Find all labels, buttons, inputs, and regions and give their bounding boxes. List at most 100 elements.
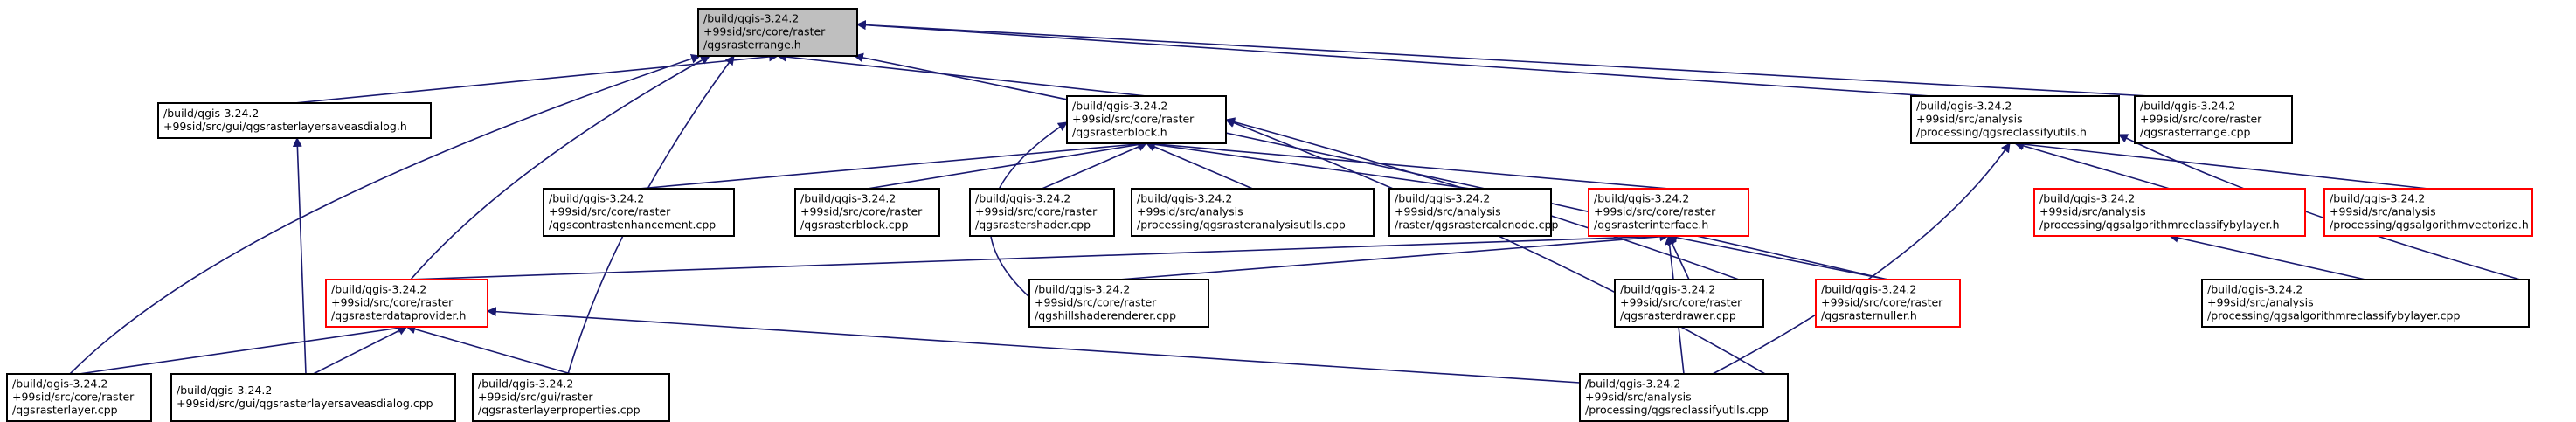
node-n-hillshade-cpp[interactable]: /build/qgis-3.24.2+99sid/src/core/raster…	[1028, 279, 1209, 328]
edge-n_reclassifyutils_cpp-to-n_reclassifyutils_h	[1712, 142, 2011, 375]
node-n-drawer-cpp[interactable]: /build/qgis-3.24.2+99sid/src/core/raster…	[1614, 279, 1764, 328]
node-box	[2201, 279, 2530, 328]
node-box	[543, 188, 735, 237]
node-n-layer-cpp[interactable]: /build/qgis-3.24.2+99sid/src/core/raster…	[6, 373, 152, 422]
node-label-line: /qgsrasterblock.cpp	[800, 218, 909, 232]
node-label-line: +99sid/src/analysis	[1916, 113, 2023, 126]
node-label-line: /raster/qgsrastercalcnode.cpp	[1395, 218, 1558, 232]
node-label-line: /build/qgis-3.24.2	[12, 377, 107, 391]
node-n-nuller-h[interactable]: /build/qgis-3.24.2+99sid/src/core/raster…	[1815, 279, 1961, 328]
node-box	[1910, 95, 2120, 144]
node-box	[2033, 188, 2306, 237]
node-label-line: /build/qgis-3.24.2	[2330, 192, 2425, 205]
node-n-shader-cpp[interactable]: /build/qgis-3.24.2+99sid/src/core/raster…	[969, 188, 1115, 237]
node-box	[2323, 188, 2533, 237]
node-label-line: /processing/qgsreclassifyutils.cpp	[1585, 404, 1769, 417]
node-label-line: /build/qgis-3.24.2	[1594, 192, 1689, 205]
node-label-line: +99sid/src/core/raster	[2140, 113, 2262, 126]
node-label-line: +99sid/src/core/raster	[1821, 296, 1943, 309]
node-label-line: +99sid/src/core/raster	[549, 205, 671, 218]
node-label-line: /processing/qgsreclassifyutils.h	[1916, 126, 2087, 139]
node-label-line: +99sid/src/core/raster	[703, 25, 826, 38]
node-label-line: +99sid/src/core/raster	[12, 391, 135, 404]
node-n-interface-h[interactable]: /build/qgis-3.24.2+99sid/src/core/raster…	[1588, 188, 1749, 237]
node-n-saveasdialog-h[interactable]: /build/qgis-3.24.2+99sid/src/gui/qgsrast…	[157, 102, 432, 139]
node-n-block-h[interactable]: /build/qgis-3.24.2+99sid/src/core/raster…	[1066, 95, 1227, 144]
node-box	[1131, 188, 1375, 237]
node-label-line: +99sid/src/analysis	[2330, 205, 2436, 218]
node-label-line: /qgsrasterdataprovider.h	[331, 309, 466, 322]
node-box	[1579, 373, 1789, 422]
node-n-layerprops-cpp[interactable]: /build/qgis-3.24.2+99sid/src/gui/raster/…	[472, 373, 670, 422]
node-label-line: /build/qgis-3.24.2	[2039, 192, 2135, 205]
node-label-line: /build/qgis-3.24.2	[1821, 283, 1916, 296]
node-n-analysisutils-cpp[interactable]: /build/qgis-3.24.2+99sid/src/analysis/pr…	[1131, 188, 1375, 237]
edge-n_reclassifyutils_h-to-n_range_h	[855, 20, 1932, 97]
node-label-line: /build/qgis-3.24.2	[1137, 192, 1232, 205]
edge-n_block_cpp-to-n_block_h	[867, 140, 1148, 190]
node-n-saveasdialog-cpp[interactable]: /build/qgis-3.24.2+99sid/src/gui/qgsrast…	[170, 373, 456, 422]
node-label-line: /qgsrasterblock.h	[1072, 126, 1167, 139]
node-label-line: /qgsrasternuller.h	[1821, 309, 1917, 322]
node-label-line: +99sid/src/core/raster	[1035, 296, 1157, 309]
node-n-reclassifyutils-cpp[interactable]: /build/qgis-3.24.2+99sid/src/analysis/pr…	[1579, 373, 1789, 422]
node-label-line: /qgsrasterdrawer.cpp	[1620, 309, 1736, 322]
node-n-algvectorize-h[interactable]: /build/qgis-3.24.2+99sid/src/analysis/pr…	[2323, 188, 2533, 237]
edge-n_calcnode_cpp-to-n_block_h	[1145, 139, 1471, 190]
node-label-line: /build/qgis-3.24.2	[975, 192, 1070, 205]
node-label-line: +99sid/src/analysis	[1395, 205, 1501, 218]
edge-n_layerprops_cpp-to-n_dataprovider_h	[405, 324, 571, 375]
node-n-algreclass-cpp[interactable]: /build/qgis-3.24.2+99sid/src/analysis/pr…	[2201, 279, 2530, 328]
edge-n_nuller_h-to-n_range_h	[853, 52, 1888, 280]
node-label-line: /qgsrasterinterface.h	[1594, 218, 1708, 232]
edge-n_interface_h-to-n_block_h	[1145, 139, 1669, 190]
node-label-line: +99sid/src/core/raster	[975, 205, 1098, 218]
edge-n_layer_cpp-to-n_dataprovider_h	[79, 322, 408, 375]
edge-n_dataprovider_h-to-n_interface_h	[406, 231, 1670, 280]
node-box	[1815, 279, 1961, 328]
node-n-dataprovider-h[interactable]: /build/qgis-3.24.2+99sid/src/core/raster…	[325, 279, 488, 328]
nodes-layer: /build/qgis-3.24.2+99sid/src/core/raster…	[6, 8, 2533, 422]
node-label-line: +99sid/src/core/raster	[331, 296, 454, 309]
node-label-line: +99sid/src/core/raster	[1072, 113, 1195, 126]
node-box	[6, 373, 152, 422]
node-n-algreclass-h[interactable]: /build/qgis-3.24.2+99sid/src/analysis/pr…	[2033, 188, 2306, 237]
node-n-range-cpp[interactable]: /build/qgis-3.24.2+99sid/src/core/raster…	[2134, 95, 2293, 144]
node-label-line: /build/qgis-3.24.2	[1916, 100, 2012, 113]
node-box	[1588, 188, 1749, 237]
node-label-line: /processing/qgsalgorithmreclassifybylaye…	[2039, 218, 2280, 232]
node-label-line: /processing/qgsrasteranalysisutils.cpp	[1137, 218, 1346, 232]
node-n-contrast-cpp[interactable]: /build/qgis-3.24.2+99sid/src/core/raster…	[543, 188, 735, 237]
node-label-line: /build/qgis-3.24.2	[1072, 100, 1167, 113]
node-box	[170, 373, 456, 422]
edge-n_dataprovider_h-to-n_range_h	[410, 55, 710, 280]
edge-n_shader_cpp-to-n_block_h	[1042, 142, 1148, 190]
node-label-line: /build/qgis-3.24.2	[177, 384, 272, 397]
node-label-line: +99sid/src/gui/qgsrasterlayersaveasdialo…	[163, 120, 407, 133]
node-n-reclassifyutils-h[interactable]: /build/qgis-3.24.2+99sid/src/analysis/pr…	[1910, 95, 2120, 144]
node-label-line: /build/qgis-3.24.2	[1395, 192, 1490, 205]
node-box	[2134, 95, 2293, 144]
node-box	[1066, 95, 1227, 144]
edge-n_reclassifyutils_cpp-to-n_block_h	[1224, 118, 1766, 375]
edge-n_saveasdialog_h-to-n_range_h	[294, 52, 779, 104]
node-label-line: +99sid/src/analysis	[1137, 205, 1243, 218]
edge-n_range_cpp-to-n_range_h	[855, 20, 2150, 97]
edges-layer	[69, 20, 2521, 384]
node-label-line: /build/qgis-3.24.2	[549, 192, 644, 205]
edge-n_layer_cpp-to-n_range_h	[69, 53, 702, 375]
edge-n_analysisutils_cpp-to-n_block_h	[1145, 142, 1253, 190]
node-n-range-h[interactable]: /build/qgis-3.24.2+99sid/src/core/raster…	[697, 8, 858, 57]
edge-n_saveasdialog_cpp-to-n_dataprovider_h	[313, 326, 408, 375]
node-box	[1028, 279, 1209, 328]
node-label-line: /qgsrasterrange.h	[703, 38, 801, 52]
node-label-line: +99sid/src/core/raster	[800, 205, 923, 218]
node-n-block-cpp[interactable]: /build/qgis-3.24.2+99sid/src/core/raster…	[794, 188, 940, 237]
node-label-line: /qgshillshaderenderer.cpp	[1035, 309, 1176, 322]
node-label-line: +99sid/src/core/raster	[1594, 205, 1716, 218]
node-label-line: +99sid/src/analysis	[1585, 391, 1692, 404]
node-n-calcnode-cpp[interactable]: /build/qgis-3.24.2+99sid/src/analysis/ra…	[1388, 188, 1558, 237]
node-label-line: /processing/qgsalgorithmvectorize.h	[2330, 218, 2529, 232]
node-label-line: /build/qgis-3.24.2	[1035, 283, 1130, 296]
